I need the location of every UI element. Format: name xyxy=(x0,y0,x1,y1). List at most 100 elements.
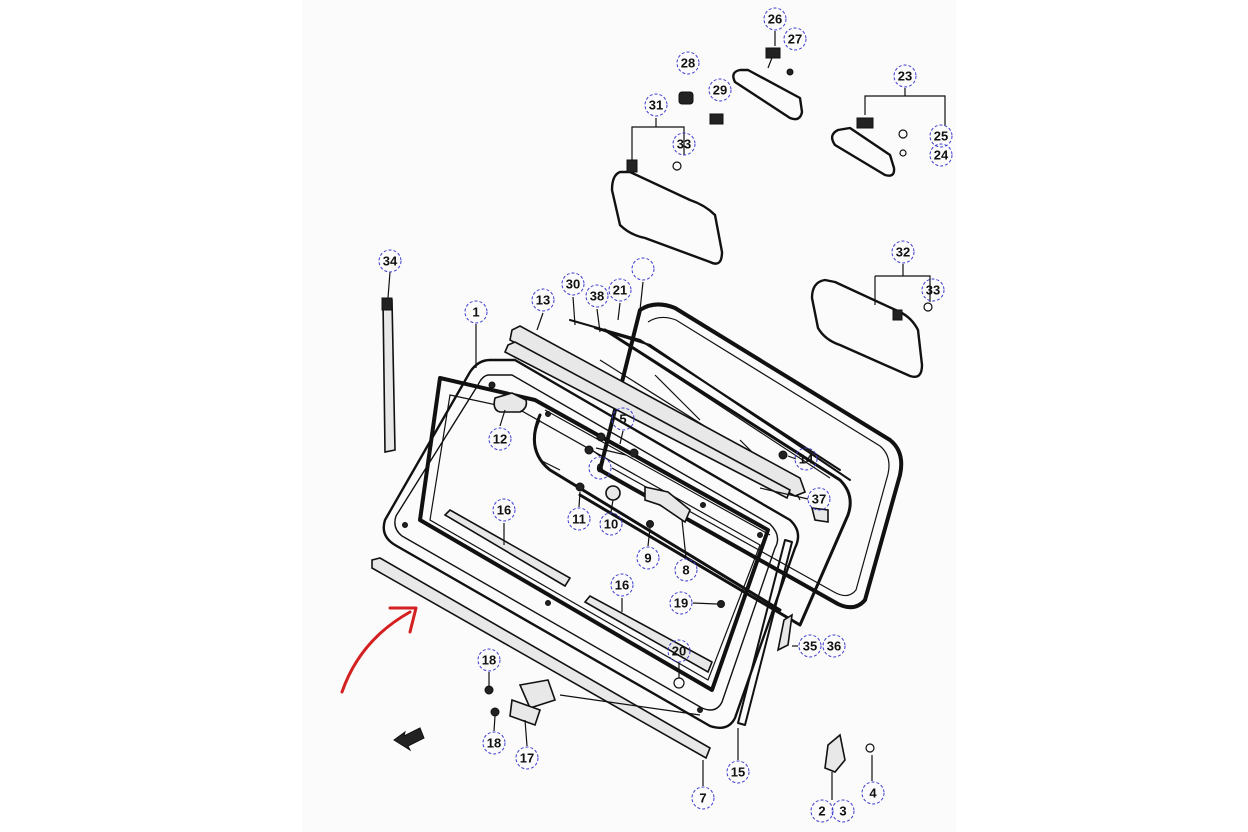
callout-35: 35 xyxy=(798,634,822,658)
callout-ring xyxy=(794,447,818,471)
callout-number: 13 xyxy=(536,293,550,308)
door-hardware xyxy=(475,281,829,689)
callout-number: 11 xyxy=(572,512,586,527)
callout-4: 4 xyxy=(861,781,885,805)
callout-ring xyxy=(893,64,917,88)
callout-ring xyxy=(810,799,834,823)
callout-number: 12 xyxy=(493,432,507,447)
callout-ring xyxy=(672,132,696,156)
callout-ring xyxy=(798,634,822,658)
callout-number: 5 xyxy=(619,412,626,427)
callout-number: 2 xyxy=(818,804,825,819)
callout-number: 6 xyxy=(596,461,603,476)
callout-38: 38 xyxy=(585,284,609,308)
callout-number: 4 xyxy=(869,786,877,801)
callout-ring xyxy=(515,746,539,770)
front-direction-arrow xyxy=(393,727,425,752)
sun-visor-right xyxy=(810,264,933,379)
callout-33: 33 xyxy=(921,278,945,302)
callout-number: 34 xyxy=(383,254,398,269)
callout-ring xyxy=(531,288,555,312)
callout-number: 29 xyxy=(713,83,727,98)
callout-number: 15 xyxy=(731,765,745,780)
callout-ring xyxy=(861,781,885,805)
callout-ring xyxy=(676,51,700,75)
callout-9: 9 xyxy=(636,546,660,570)
side-latch xyxy=(776,613,798,652)
callout-number: 33 xyxy=(677,137,691,152)
callout-ring xyxy=(691,786,715,810)
callout-ring xyxy=(763,7,787,31)
callout-8: 8 xyxy=(674,558,698,582)
callout-number: 30 xyxy=(566,277,580,292)
callout-ring xyxy=(667,639,691,663)
callout-37: 37 xyxy=(807,487,831,511)
callout-ring xyxy=(588,456,612,480)
callout-20: 20 xyxy=(667,639,691,663)
callout-ring xyxy=(488,427,512,451)
callout-number: 26 xyxy=(768,12,782,27)
callout-26: 26 xyxy=(763,7,787,31)
callout-number: 9 xyxy=(644,551,651,566)
callout-ring xyxy=(567,507,591,531)
callout-5: 5 xyxy=(611,407,635,431)
callout-16: 16 xyxy=(492,498,516,522)
callout-2: 2 xyxy=(810,799,834,823)
callout-ring xyxy=(807,487,831,511)
callout-13: 13 xyxy=(531,288,555,312)
callout-ring xyxy=(726,760,750,784)
callout-ring xyxy=(482,731,506,755)
callout-ring xyxy=(631,257,655,281)
callout-ring xyxy=(492,498,516,522)
callout-number: 14 xyxy=(799,452,814,467)
callout-24: 24 xyxy=(929,143,953,167)
callout-number: 19 xyxy=(674,596,688,611)
callout-number: 25 xyxy=(934,129,948,144)
mirror-clips xyxy=(678,91,724,125)
callout-ring xyxy=(644,93,668,117)
callout-number: 37 xyxy=(812,492,826,507)
callout-18: 18 xyxy=(482,731,506,755)
callout-number: 3 xyxy=(839,804,846,819)
callout-ring xyxy=(708,78,732,102)
callout-number: 17 xyxy=(520,751,534,766)
callout-number: 18 xyxy=(487,736,501,751)
door-stay-rod xyxy=(381,271,396,453)
callout-31: 31 xyxy=(644,93,668,117)
callout-number: 33 xyxy=(926,283,940,298)
callout-ring xyxy=(561,272,585,296)
callout-36: 36 xyxy=(822,634,846,658)
callout-15: 15 xyxy=(726,760,750,784)
callout-ring xyxy=(831,799,855,823)
callout-ring xyxy=(929,143,953,167)
garnish-strips xyxy=(443,509,714,674)
callout-ring xyxy=(669,591,693,615)
callout-number: 10 xyxy=(604,517,618,532)
callout-34: 34 xyxy=(378,249,402,273)
red-arrow xyxy=(340,606,418,694)
callout-number: 27 xyxy=(788,32,802,47)
callout-18: 18 xyxy=(477,648,501,672)
callout-29: 29 xyxy=(708,78,732,102)
callout-number: 38 xyxy=(590,289,604,304)
callout-16: 16 xyxy=(610,573,634,597)
callout-number: 36 xyxy=(827,639,841,654)
callout-19: 19 xyxy=(669,591,693,615)
callout-number: 32 xyxy=(896,245,910,260)
callout-ring xyxy=(921,278,945,302)
callout-12: 12 xyxy=(488,427,512,451)
callout-number: 23 xyxy=(898,69,912,84)
callout-number: 24 xyxy=(934,148,949,163)
callout-ring xyxy=(929,124,953,148)
callout-number: 8 xyxy=(682,563,689,578)
callout-number: 35 xyxy=(803,639,817,654)
callout-ring xyxy=(378,249,402,273)
upper-seal-strips xyxy=(503,319,851,500)
callout-number: 16 xyxy=(615,578,629,593)
callout-ring xyxy=(608,278,632,302)
callout-17: 17 xyxy=(515,746,539,770)
callout-ring xyxy=(891,240,915,264)
callout-10: 10 xyxy=(599,512,623,536)
